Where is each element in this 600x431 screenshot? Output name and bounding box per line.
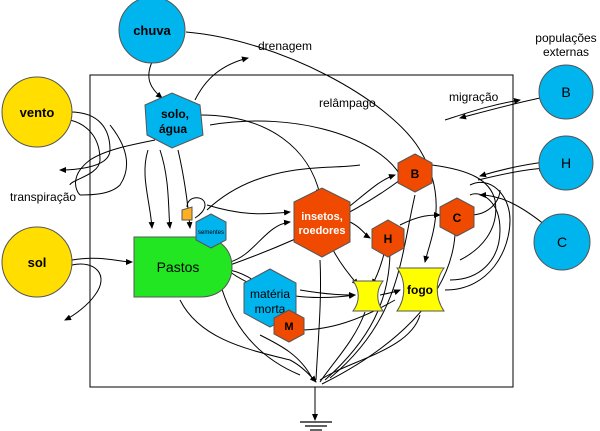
node-consumer-m-label: M [284,321,293,333]
node-consumer-c-label: C [453,211,462,225]
node-materia-morta-label-1: matéria [250,287,290,301]
flow-label-drenagem: drenagem [258,39,312,53]
node-consumer-b-label: B [411,167,420,181]
node-solo-agua-label-2: água [159,122,187,136]
source-vento: vento [1,76,73,148]
node-pastos: Pastos [133,236,233,298]
node-consumer-b: B [397,153,433,193]
node-sementes: sementes [195,213,227,249]
node-insetos-roedores: insetos, roedores [293,187,351,258]
node-fogo-label: fogo [407,283,433,297]
flow-label-relampago: relâmpago [319,96,376,110]
node-pastos-label: Pastos [157,259,200,275]
external-populations-title-1: populações [535,31,596,45]
external-population-b: B [538,64,594,120]
flow-label-migracao: migração [449,90,499,104]
source-sol: sol [1,226,73,298]
external-population-h: H [538,135,594,191]
node-consumer-h: H [371,219,405,258]
external-populations-title-2: externas [543,45,589,59]
node-materia-morta-label-2: morta [255,302,286,316]
source-sol-label: sol [28,255,47,270]
external-population-c-label: C [557,234,567,250]
node-solo-agua-label-1: solo, [161,107,189,121]
node-insetos-label-2: roedores [298,225,345,237]
external-population-b-label: B [561,84,570,100]
source-chuva-label: chuva [133,23,171,38]
node-consumer-c: C [439,197,475,237]
system-boundary [89,74,514,388]
node-materia-morta: matéria morta [243,268,297,328]
node-gate-interaction [181,197,206,221]
flow-label-transpiracao: transpiração [10,190,76,204]
node-interaction-star [351,280,385,312]
external-population-c: C [533,213,591,271]
node-fogo: fogo [396,267,445,312]
node-consumer-m: M [273,309,305,343]
external-population-h-label: H [561,155,571,171]
heat-sink-ground-symbol [300,421,332,431]
node-sementes-label: sementes [198,230,224,236]
flow-pathways [59,31,546,421]
node-consumer-h-label: H [384,232,393,246]
source-vento-label: vento [20,105,55,120]
source-chuva: chuva [118,0,186,64]
node-solo-agua: solo, água [144,92,204,149]
node-insetos-label-1: insetos, [301,211,343,223]
